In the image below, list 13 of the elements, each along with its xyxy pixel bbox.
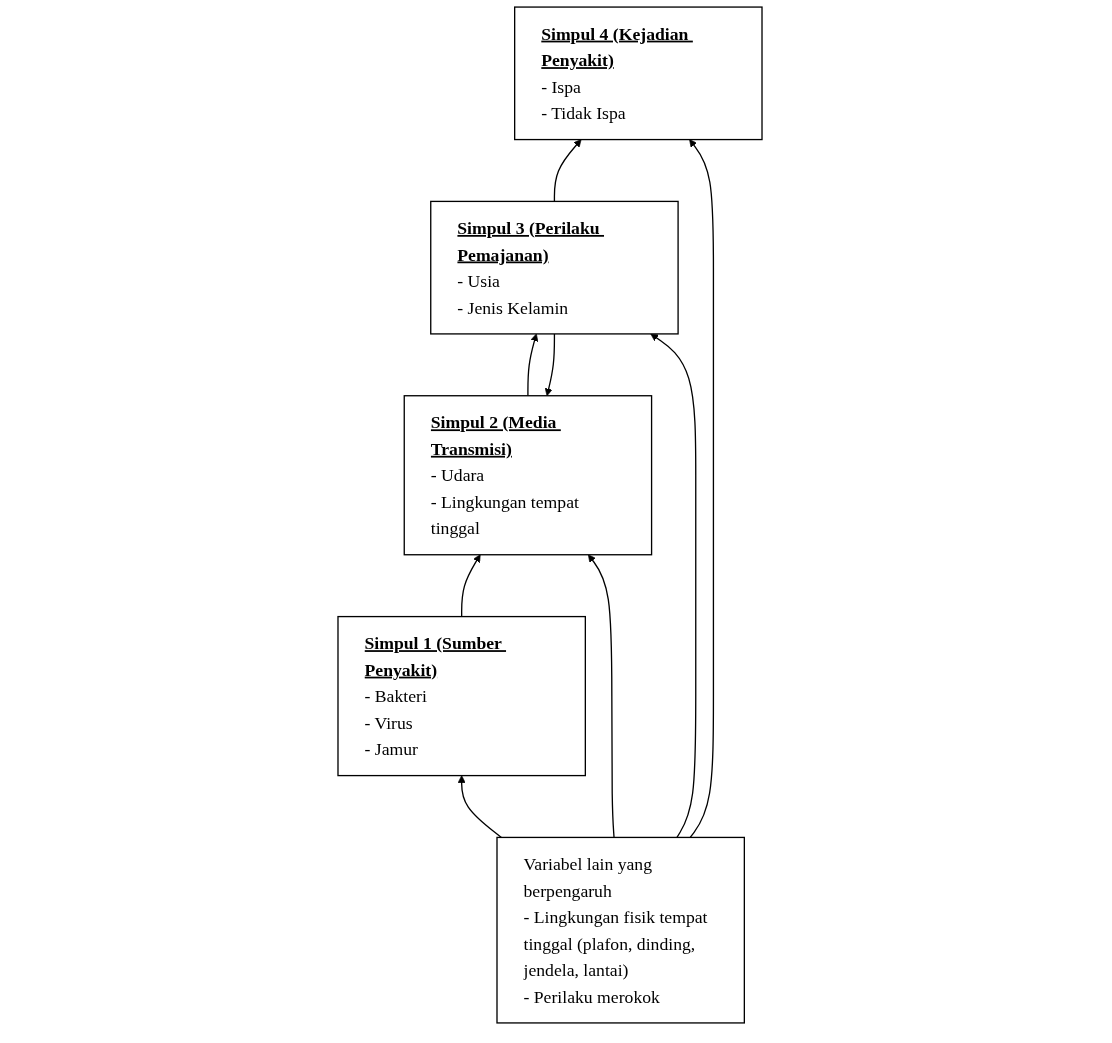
node-box: Simpul 3 (Perilaku Pemajanan) - Usia - Jenis Kelamin	[430, 200, 679, 335]
node-box: Simpul 2 (Media Transmisi) - Udara - Lingkungan tempat tinggal	[403, 395, 653, 556]
node-box: Variabel lain yang berpengaruh - Lingkungan fisik tempat tinggal (plafon, dinding, jendela, lantai) - Perilaku merokok	[496, 836, 745, 1024]
node-box: Simpul 1 (Sumber Penyakit) - Bakteri - Virus - Jamur	[337, 615, 586, 777]
arrow	[461, 554, 481, 618]
arrow	[553, 139, 582, 203]
arrow	[544, 333, 556, 397]
arrow	[588, 554, 615, 839]
arrow	[457, 775, 503, 839]
arrow	[689, 139, 715, 839]
node-box: Simpul 4 (Kejadian Penyakit) - Ispa - Tidak Ispa	[514, 6, 763, 141]
arrow	[650, 333, 697, 839]
arrow	[527, 333, 539, 397]
